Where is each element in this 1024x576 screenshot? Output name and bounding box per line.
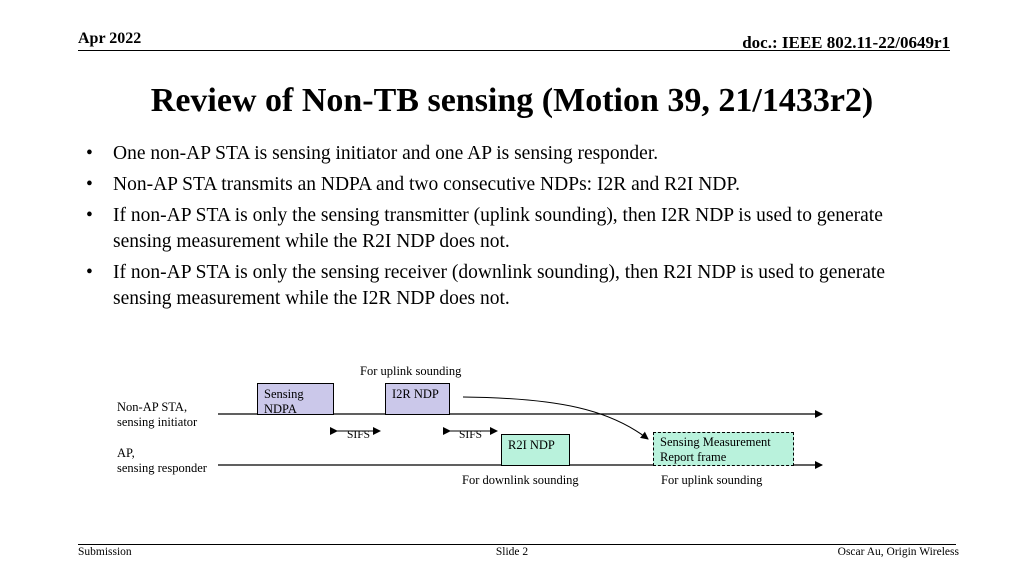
- header-date: Apr 2022: [78, 30, 142, 47]
- footer-author: Oscar Au, Origin Wireless: [837, 546, 959, 558]
- uplink-sounding-label-bottom: For uplink sounding: [661, 473, 763, 487]
- sensing-measurement-report-box: Sensing Measurement Report frame: [653, 432, 794, 466]
- bullet-text: If non-AP STA is only the sensing transm…: [113, 205, 883, 252]
- downlink-sounding-label: For downlink sounding: [462, 473, 579, 487]
- responder-label: AP, sensing responder: [117, 446, 207, 476]
- bullet-item: • Non-AP STA transmits an NDPA and two co…: [86, 172, 946, 198]
- header-divider: [78, 50, 950, 51]
- footer-slide-number: Slide 2: [495, 546, 529, 558]
- bullet-text: If non-AP STA is only the sensing receiv…: [113, 262, 886, 309]
- bullet-dot: •: [86, 174, 93, 195]
- responder-label-line1: AP,: [117, 446, 135, 460]
- sifs-label-1: SIFS: [347, 429, 371, 441]
- i2r-to-report-arrow: [462, 396, 649, 440]
- sifs-label-2: SIFS: [459, 429, 483, 441]
- bullet-dot: •: [86, 262, 93, 283]
- footer-divider: [78, 544, 956, 545]
- bullet-item: • If non-AP STA is only the sensing trans…: [86, 203, 946, 255]
- bullet-dot: •: [86, 143, 93, 164]
- bullet-text: Non-AP STA transmits an NDPA and two con…: [113, 174, 740, 195]
- initiator-label: Non-AP STA, sensing initiator: [117, 400, 197, 430]
- bullet-dot: •: [86, 205, 93, 226]
- responder-label-line2: sensing responder: [117, 461, 207, 475]
- initiator-label-line1: Non-AP STA,: [117, 400, 188, 414]
- bullet-item: • If non-AP STA is only the sensing recei…: [86, 260, 946, 312]
- initiator-label-line2: sensing initiator: [117, 415, 198, 429]
- i2r-ndp-box: I2R NDP: [385, 383, 450, 415]
- uplink-sounding-label-top: For uplink sounding: [360, 364, 462, 378]
- slide-title: Review of Non-TB sensing (Motion 39, 21/…: [150, 82, 874, 119]
- footer-left: Submission: [78, 546, 132, 558]
- bullet-text: One non-AP STA is sensing initiator and …: [113, 143, 659, 164]
- bullet-list: • One non-AP STA is sensing initiator and…: [86, 141, 946, 317]
- bullet-item: • One non-AP STA is sensing initiator and…: [86, 141, 946, 167]
- header-doc-id: doc.: IEEE 802.11-22/0649r1: [742, 33, 950, 52]
- r2i-ndp-box: R2I NDP: [501, 434, 570, 466]
- sensing-ndpa-box: Sensing NDPA: [257, 383, 334, 416]
